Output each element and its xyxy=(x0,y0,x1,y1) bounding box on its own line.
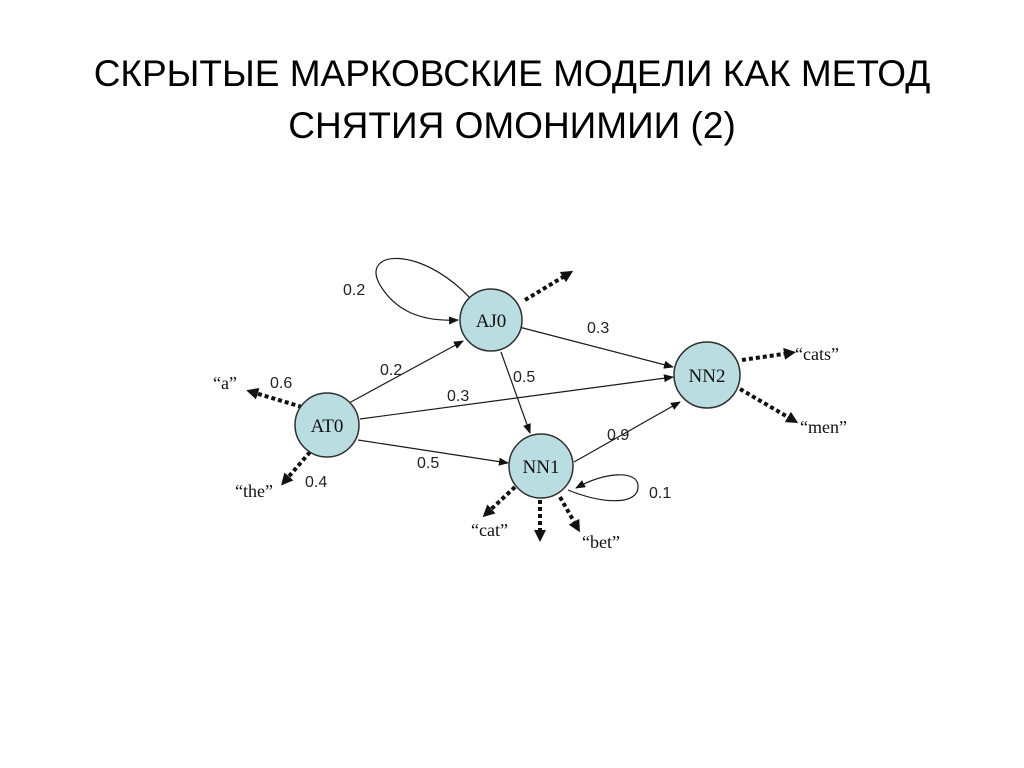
emit-nn1-bet xyxy=(558,496,580,533)
prob-at0-nn2: 0.3 xyxy=(447,388,469,405)
emit-nn1-cat xyxy=(482,485,517,518)
edge-nn1-nn2 xyxy=(573,401,681,463)
emit-at0-a xyxy=(246,387,303,409)
word-bet: “bet” xyxy=(582,532,620,552)
edge-aj0-nn1 xyxy=(500,351,531,434)
node-at0-label: AT0 xyxy=(311,416,344,437)
slide-title-line-2: СНЯТИЯ ОМОНИМИИ (2) xyxy=(288,105,736,146)
node-nn1: NN1 xyxy=(508,433,574,499)
emit-nn2-cats xyxy=(741,347,796,362)
slide-title-line-1: СКРЫТЫЕ МАРКОВСКИЕ МОДЕЛИ КАК МЕТОД xyxy=(93,53,931,94)
emit-nn2-men xyxy=(738,387,799,424)
prob-at0-a: 0.6 xyxy=(270,375,292,392)
node-nn1-label: NN1 xyxy=(523,457,560,478)
word-a: “a” xyxy=(213,373,237,393)
edge-at0-nn2 xyxy=(359,374,674,420)
prob-at0-the: 0.4 xyxy=(305,474,327,491)
edge-aj0-self-loop xyxy=(375,257,471,325)
node-nn2-label: NN2 xyxy=(689,366,726,387)
word-cat: “cat” xyxy=(471,520,508,540)
emit-at0-the xyxy=(281,450,312,486)
prob-aj0-nn1: 0.5 xyxy=(513,369,535,386)
word-the: “the” xyxy=(235,481,273,501)
edge-aj0-nn2 xyxy=(518,326,674,369)
edge-at0-aj0 xyxy=(348,340,464,404)
prob-nn1-nn2: 0.9 xyxy=(607,427,629,444)
node-aj0: AJ0 xyxy=(459,288,523,352)
prob-at0-nn1: 0.5 xyxy=(417,455,439,472)
node-aj0-label: AJ0 xyxy=(476,311,507,332)
word-cats: “cats” xyxy=(795,344,839,364)
node-at0: AT0 xyxy=(294,392,360,458)
prob-at0-aj0: 0.2 xyxy=(380,362,402,379)
emit-aj0-up xyxy=(523,270,574,302)
edge-at0-nn1 xyxy=(357,439,509,466)
prob-aj0-nn2: 0.3 xyxy=(587,320,609,337)
edge-nn1-self-loop xyxy=(567,474,639,502)
prob-aj0-self: 0.2 xyxy=(343,282,365,299)
node-nn2: NN2 xyxy=(673,341,741,409)
slide-title: СКРЫТЫЕ МАРКОВСКИЕ МОДЕЛИ КАК МЕТОД СНЯТ… xyxy=(0,48,1024,152)
word-men: “men” xyxy=(800,417,847,437)
prob-nn1-self: 0.1 xyxy=(649,485,671,502)
